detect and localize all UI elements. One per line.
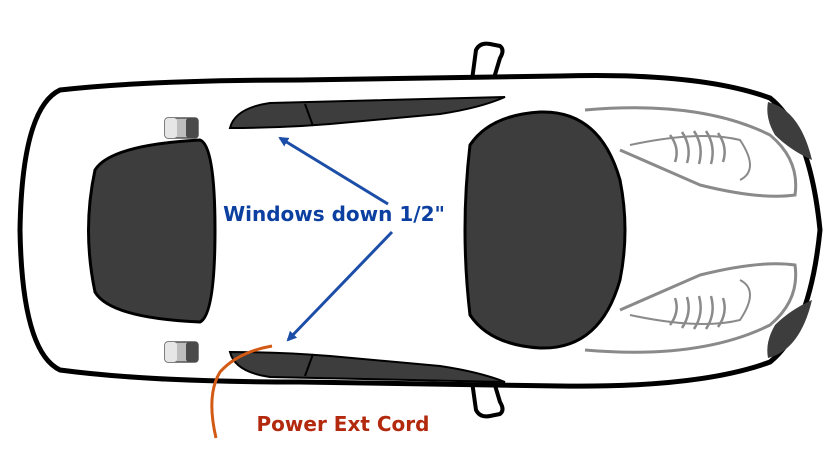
hood-vent-bottom xyxy=(668,295,726,330)
hood-inner-bottom xyxy=(629,279,751,325)
taillight-top xyxy=(164,117,199,139)
hood-inner-top xyxy=(629,135,751,181)
power-cord xyxy=(210,344,273,439)
taillight-bottom xyxy=(164,341,199,363)
side-window-top-pillar xyxy=(304,103,314,127)
arrow-to-bottom-window xyxy=(286,230,394,342)
hood-line-bottom xyxy=(584,262,798,354)
front-headlight-bottom xyxy=(767,300,812,358)
hood-line-top xyxy=(584,106,798,198)
rear-window xyxy=(87,138,217,324)
side-window-top xyxy=(228,96,506,130)
arrow-to-top-window xyxy=(278,136,389,206)
windows-label: Windows down 1/2" xyxy=(223,202,445,226)
power-cord-label: Power Ext Cord xyxy=(257,412,430,436)
hood-vent-top xyxy=(668,130,726,165)
side-window-bottom-pillar xyxy=(304,353,314,377)
side-window-bottom xyxy=(228,350,506,383)
front-headlight-top xyxy=(767,102,812,160)
windshield xyxy=(463,110,627,350)
